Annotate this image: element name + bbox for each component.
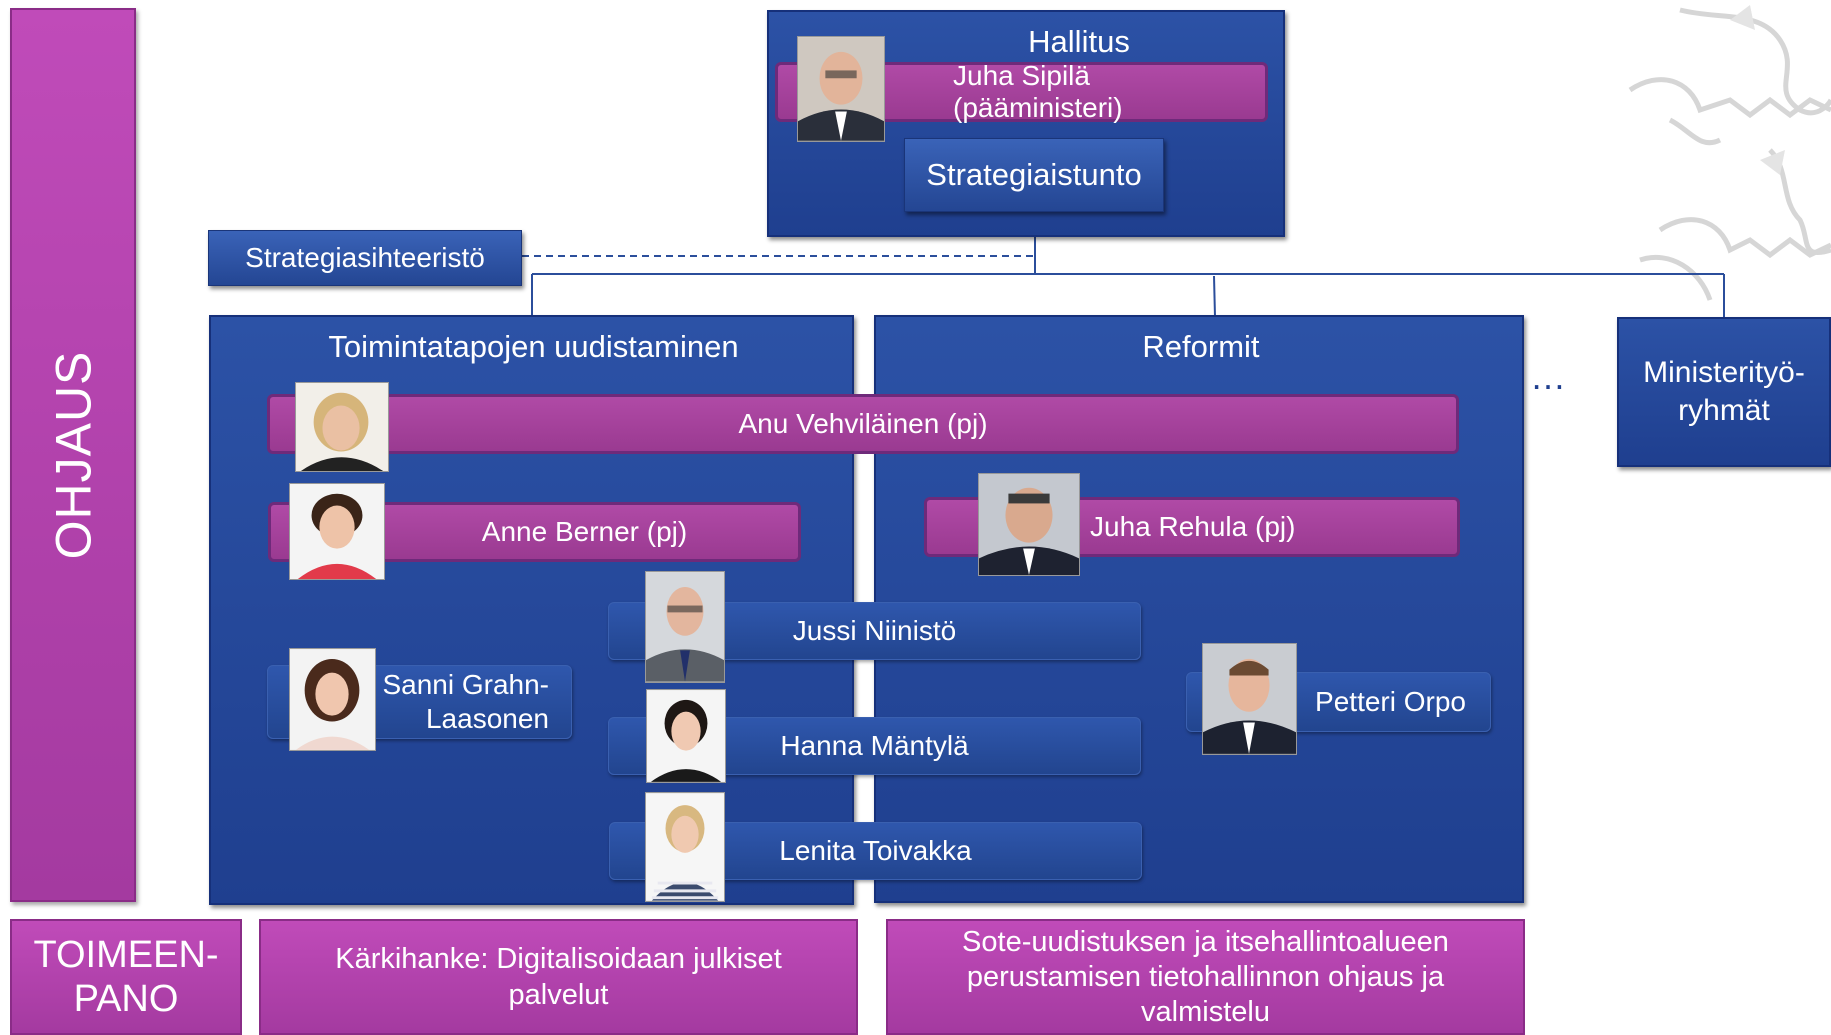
ministerityoryhmat-label: Ministerityö- ryhmät <box>1643 356 1805 427</box>
photo-rehula <box>978 473 1080 576</box>
hallitus-title: Hallitus <box>1028 24 1130 59</box>
member-name-grahn: Sanni Grahn- Laasonen <box>382 669 549 734</box>
photo-mantyla <box>646 689 726 783</box>
strategiasihteeristo-button[interactable]: Strategiasihteeristö <box>208 230 522 286</box>
member-name-toivakka: Lenita Toivakka <box>779 835 972 866</box>
photo-berner <box>289 483 385 580</box>
pm-name: Juha Sipilä (pääministeri) <box>953 60 1123 123</box>
member-name-orpo: Petteri Orpo <box>1315 686 1466 717</box>
photo-vehvilainen <box>295 382 389 472</box>
chair-name-berner: Anne Berner (pj) <box>481 516 688 547</box>
sote-label: Sote-uudistuksen ja itsehallintoalueen p… <box>962 925 1449 1028</box>
photo-sipila <box>797 36 885 142</box>
more-ellipsis: … <box>1530 356 1570 397</box>
photo-toivakka <box>645 792 725 902</box>
photo-grahn <box>289 648 376 751</box>
chair-name-vehvilainen: Anu Vehviläinen (pj) <box>738 408 988 439</box>
karkihanke-label: Kärkihanke: Digitalisoidaan julkiset pal… <box>335 943 782 1011</box>
sote-box: Sote-uudistuksen ja itsehallintoalueen p… <box>886 919 1525 1035</box>
lion-watermark-icon <box>1628 5 1831 301</box>
member-name-niinisto: Jussi Niinistö <box>792 615 957 646</box>
strategiasihteeristo-label: Strategiasihteeristö <box>245 242 485 273</box>
strategiaistunto-button[interactable]: Strategiaistunto <box>904 138 1164 212</box>
photo-niinisto <box>645 571 725 683</box>
chair-name-rehula: Juha Rehula (pj) <box>1090 511 1296 542</box>
group1-title: Toimintatapojen uudistaminen <box>328 329 739 364</box>
karkihanke-box: Kärkihanke: Digitalisoidaan julkiset pal… <box>259 919 858 1035</box>
chair-bar-vehvilainen: Anu Vehviläinen (pj) <box>267 394 1459 454</box>
member-name-mantyla: Hanna Mäntylä <box>780 730 969 761</box>
line-to-group2 <box>1213 275 1216 318</box>
strategiaistunto-label: Strategiaistunto <box>926 157 1142 192</box>
toimeenpano-label: TOIMEEN- PANO <box>33 934 219 1020</box>
ohjaus-bar: OHJAUS <box>10 8 136 902</box>
toimeenpano-box: TOIMEEN- PANO <box>10 919 242 1035</box>
ohjaus-label: OHJAUS <box>45 350 101 560</box>
photo-orpo <box>1202 643 1297 755</box>
ministerityoryhmat-box: Ministerityö- ryhmät <box>1617 317 1831 467</box>
group2-title: Reformit <box>1142 329 1260 364</box>
